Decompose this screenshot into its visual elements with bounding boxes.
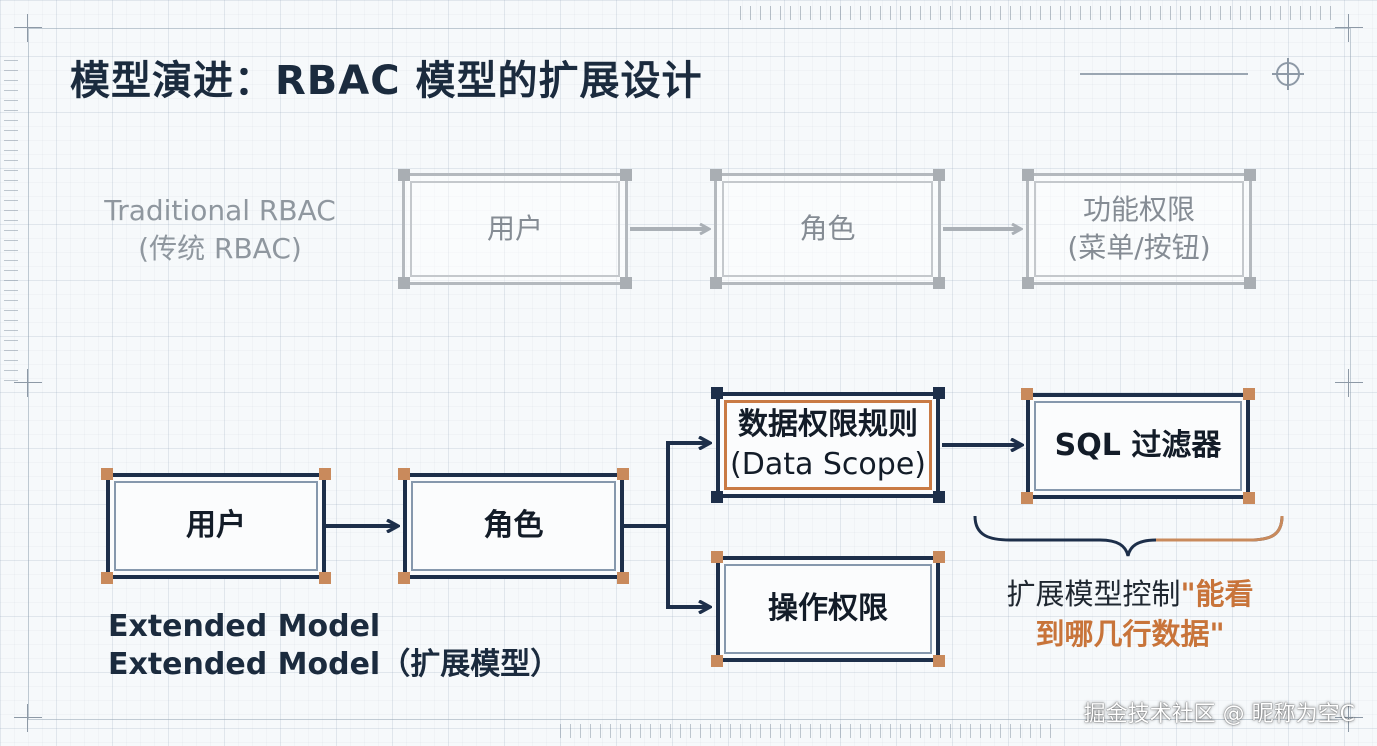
sql-filter-box: SQL 过滤器 bbox=[1026, 393, 1250, 499]
ruler-left bbox=[4, 60, 18, 390]
caption-highlight-2: 到哪几行数据" bbox=[1035, 617, 1225, 651]
data-scope-rule-box: 数据权限规则 (Data Scope) bbox=[716, 392, 940, 498]
extended-role-box: 角色 bbox=[403, 473, 624, 579]
extended-model-label: Extended Model Extended Model（扩展模型） bbox=[108, 608, 560, 684]
box-corner bbox=[398, 468, 410, 480]
box-corner bbox=[101, 468, 113, 480]
crosshair-mark-icon bbox=[1335, 369, 1363, 397]
box-corner bbox=[933, 655, 945, 667]
box-corner bbox=[1022, 277, 1034, 289]
operation-permission-label: 操作权限 bbox=[768, 591, 888, 626]
page-title: 模型演进：RBAC 模型的扩展设计 bbox=[70, 58, 703, 104]
traditional-rbac-label: Traditional RBAC (传统 RBAC) bbox=[100, 192, 340, 268]
traditional-rbac-label-en: Traditional RBAC bbox=[104, 194, 336, 227]
traditional-rbac-label-zh: (传统 RBAC) bbox=[138, 232, 302, 265]
box-corner bbox=[319, 572, 331, 584]
box-corner bbox=[711, 551, 723, 563]
box-corner bbox=[620, 277, 632, 289]
box-corner bbox=[319, 468, 331, 480]
caption-prefix: 扩展模型控制 bbox=[1006, 577, 1181, 611]
box-corner bbox=[933, 277, 945, 289]
box-corner bbox=[711, 655, 723, 667]
box-corner bbox=[711, 491, 723, 503]
extended-model-label-line1: Extended Model bbox=[108, 609, 381, 644]
box-corner bbox=[398, 572, 410, 584]
data-scope-rule-label: 数据权限规则 bbox=[738, 407, 918, 442]
traditional-role-box: 角色 bbox=[714, 173, 941, 285]
box-corner bbox=[1021, 388, 1033, 400]
decorative-line bbox=[1080, 73, 1248, 75]
extended-model-label-line2: Extended Model（扩展模型） bbox=[108, 647, 561, 682]
function-permission-sublabel: (菜单/按钮) bbox=[1067, 231, 1211, 264]
extended-model-caption: 扩展模型控制"能看 到哪几行数据" bbox=[985, 574, 1275, 654]
ruler-top bbox=[740, 6, 1340, 20]
sql-filter-label: SQL 过滤器 bbox=[1054, 428, 1222, 463]
crosshair-mark-icon bbox=[14, 369, 42, 397]
crosshair-mark-icon bbox=[14, 14, 42, 42]
box-corner bbox=[1243, 388, 1255, 400]
crosshair-mark-icon bbox=[1335, 14, 1363, 42]
extended-user-box: 用户 bbox=[106, 473, 326, 579]
box-corner bbox=[1244, 169, 1256, 181]
box-corner bbox=[933, 551, 945, 563]
extended-role-label: 角色 bbox=[483, 508, 544, 543]
box-corner bbox=[933, 491, 945, 503]
box-corner bbox=[933, 387, 945, 399]
box-corner bbox=[711, 387, 723, 399]
box-corner bbox=[101, 572, 113, 584]
crosshair-mark-icon bbox=[14, 704, 42, 732]
box-corner bbox=[620, 169, 632, 181]
box-corner bbox=[1244, 277, 1256, 289]
ruler-bottom bbox=[560, 724, 1060, 738]
traditional-user-label: 用户 bbox=[486, 212, 543, 245]
box-corner bbox=[933, 169, 945, 181]
box-corner bbox=[1022, 169, 1034, 181]
data-scope-rule-sublabel: (Data Scope) bbox=[730, 447, 926, 482]
brace-under-sql bbox=[973, 515, 1284, 557]
box-corner bbox=[617, 572, 629, 584]
traditional-user-box: 用户 bbox=[402, 173, 628, 285]
extended-user-label: 用户 bbox=[186, 508, 246, 543]
box-corner bbox=[398, 277, 410, 289]
caption-highlight-1: "能看 bbox=[1180, 577, 1254, 611]
box-corner bbox=[710, 169, 722, 181]
box-corner bbox=[1021, 492, 1033, 504]
box-corner bbox=[398, 169, 410, 181]
box-corner bbox=[710, 277, 722, 289]
box-corner bbox=[617, 468, 629, 480]
target-icon bbox=[1272, 58, 1304, 90]
crosshair-mark-icon bbox=[1335, 704, 1363, 732]
operation-permission-box: 操作权限 bbox=[716, 556, 940, 662]
brace-accent bbox=[1156, 515, 1284, 542]
arrow-role-branch bbox=[624, 443, 709, 528]
grid-frame bbox=[28, 28, 1351, 720]
function-permission-label: 功能权限 bbox=[1082, 193, 1195, 226]
traditional-function-permission-box: 功能权限 (菜单/按钮) bbox=[1026, 173, 1252, 285]
traditional-role-label: 角色 bbox=[799, 212, 856, 245]
watermark: 掘金技术社区 @ 昵称为空C bbox=[1083, 702, 1355, 727]
box-corner bbox=[1243, 492, 1255, 504]
arrow-role-to-operation bbox=[666, 526, 709, 607]
